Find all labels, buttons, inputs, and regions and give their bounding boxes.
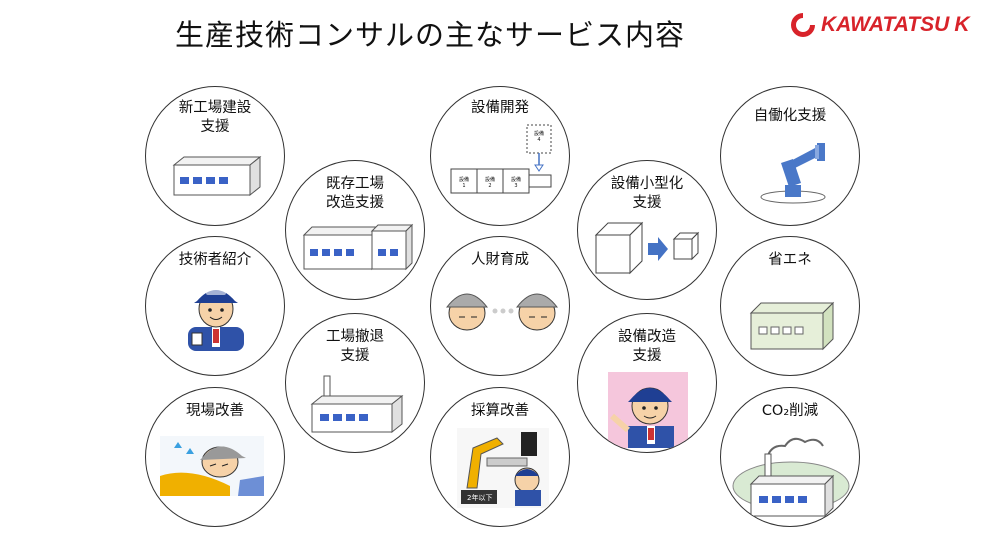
engineer-pointing-icon (608, 372, 688, 448)
shrink-box-icon (594, 221, 700, 275)
service-site-improvement[interactable]: 現場改善 (145, 387, 285, 527)
service-co2-reduction[interactable]: CO₂削減 (720, 387, 860, 527)
equipment-box-4-label: 設備 4 (533, 131, 544, 143)
service-energy-saving[interactable]: 省エネ (720, 236, 860, 376)
logo-wordmark: KAWATATSU (821, 13, 950, 36)
service-label: 設備開発 (471, 100, 529, 116)
payback-period-badge: 2年以下 (465, 492, 495, 504)
equipment-box-3-label: 設備 3 (510, 177, 521, 189)
equipment-box-2-label: 設備 2 (484, 177, 495, 189)
service-label: 既存工場 改造支援 (326, 176, 384, 211)
swirl-logo-icon (791, 13, 815, 37)
service-equipment-dev[interactable]: 設備開発 設備 4 設備 1 設備 2 設備 3 (430, 86, 570, 226)
service-existing-factory[interactable]: 既存工場 改造支援 (285, 160, 425, 300)
service-label: 技術者紹介 (178, 252, 252, 268)
service-label: 採算改善 (471, 403, 529, 419)
worker-pushing-icon (160, 436, 264, 496)
service-label: 新工場建設 支援 (178, 100, 252, 135)
green-factory-icon (749, 301, 835, 351)
service-label: CO₂削減 (761, 403, 819, 419)
service-new-factory[interactable]: 新工場建設 支援 (145, 86, 285, 226)
service-automation[interactable]: 自働化支援 (720, 86, 860, 226)
factory-chimney-icon (310, 375, 404, 434)
service-label: 人財育成 (471, 252, 529, 268)
service-equipment-miniaturize[interactable]: 設備小型化 支援 (577, 160, 717, 300)
service-factory-withdrawal[interactable]: 工場撤退 支援 (285, 313, 425, 453)
service-label: 設備改造 支援 (618, 329, 676, 364)
engineer-person-icon (188, 289, 244, 351)
equipment-flow-diagram (450, 124, 552, 194)
service-label: 省エネ (768, 252, 812, 268)
service-equipment-improve[interactable]: 設備改造 支援 (577, 313, 717, 453)
service-label: 現場改善 (186, 403, 244, 419)
logo-k-mark: K (954, 13, 970, 36)
service-label: 工場撤退 支援 (326, 329, 384, 364)
robot-arm-icon (760, 143, 826, 204)
equipment-box-1-label: 設備 1 (458, 177, 469, 189)
service-profitability[interactable]: 採算改善 2年以下 (430, 387, 570, 527)
service-engineer-intro[interactable]: 技術者紹介 (145, 236, 285, 376)
factory-extension-icon (302, 223, 414, 271)
factory-building-icon (172, 155, 262, 197)
two-workers-icon (445, 293, 559, 331)
smoking-factory-icon (732, 437, 850, 518)
service-label: 自働化支援 (753, 108, 827, 124)
page-title: 生産技術コンサルの主なサービス内容 (175, 18, 686, 52)
service-hr-development[interactable]: 人財育成 (430, 236, 570, 376)
company-logo[interactable]: KAWATATSU K (788, 8, 980, 42)
service-label: 設備小型化 支援 (610, 176, 684, 211)
